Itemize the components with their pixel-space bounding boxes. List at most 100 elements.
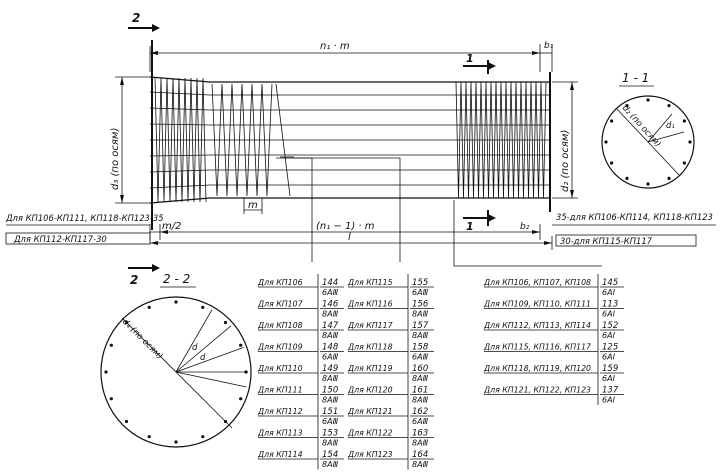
row-value: 164 xyxy=(412,450,428,460)
row-spec: 6АⅢ xyxy=(322,417,339,426)
dimension-top-span: n₁ · m xyxy=(149,41,541,72)
b1-label: b₁ xyxy=(544,41,554,51)
row-value: 152 xyxy=(602,321,618,331)
row-label: Для КП121 xyxy=(347,407,393,416)
row-spec: 8АⅢ xyxy=(412,460,429,469)
callout-right-bottom-text: 30-для КП115-КП117 xyxy=(560,236,653,246)
rebar-dot xyxy=(682,161,686,165)
row-spec: 6АⅢ xyxy=(322,288,339,297)
row-label: Для КП112, КП113, КП114 xyxy=(483,321,591,330)
rebar-dot xyxy=(625,104,629,108)
row-spec: 6АⅠ xyxy=(602,353,616,362)
section-2-2-bar-label-2: d xyxy=(200,353,206,363)
row-label: Для КП106 xyxy=(257,278,303,287)
section-label-2-top: 2 xyxy=(132,11,140,25)
b2-label: b₂ xyxy=(520,222,530,232)
rebar-dot xyxy=(147,435,151,439)
row-label: Для КП114 xyxy=(257,450,303,459)
rebar-dot xyxy=(610,119,614,123)
rebar-dot xyxy=(201,305,205,309)
row-label: Для КП110 xyxy=(257,364,303,373)
section-2-2-diameter-label: d₄ (по осям) xyxy=(120,317,165,362)
row-value: 162 xyxy=(412,407,428,417)
row-spec: 8АⅢ xyxy=(322,460,339,469)
spoke-line xyxy=(175,371,247,388)
callout-right-bottom: 30-для КП115-КП117 xyxy=(555,234,697,247)
section-2-2-spokes xyxy=(175,309,248,388)
section-1-1-circle xyxy=(601,95,695,189)
callout-right-top: 35-для КП106-КП114, КП118-КП123 xyxy=(552,212,716,226)
section-1-1-bar-dots xyxy=(604,98,692,186)
section-1-1-title: 1 - 1 xyxy=(622,71,649,85)
rebar-dot xyxy=(223,320,228,325)
section-view-1-1: 1 - 1 d₂ (по осям) d₁ xyxy=(601,71,695,189)
section-label-1-bottom: 1 xyxy=(466,220,474,233)
section-2-2-bar-dots xyxy=(104,300,248,444)
rebar-dot xyxy=(109,343,113,347)
leader-lines xyxy=(276,157,602,267)
row-label: Для КП119 xyxy=(347,364,393,373)
row-value: 146 xyxy=(322,300,339,310)
callout-left-bottom-text: Для КП112-КП117-30 xyxy=(13,234,107,244)
row-spec: 6АⅢ xyxy=(322,353,339,362)
rebar-dot xyxy=(682,119,686,123)
rebar-dot xyxy=(625,176,629,180)
callout-left-top: Для КП106-КП111, КП118-КП123-35 xyxy=(5,213,164,226)
section-1-1-diameter-label: d₂ (по осям) xyxy=(620,103,663,149)
section-2-2-circle xyxy=(100,296,252,448)
section-label-2-bottom: 2 xyxy=(130,273,138,287)
row-spec: 6АⅠ xyxy=(602,331,616,340)
row-spec: 8АⅢ xyxy=(322,439,339,448)
rebar-dot xyxy=(124,419,129,424)
spoke-line xyxy=(175,325,232,373)
row-label: Для КП115 xyxy=(347,278,393,287)
row-label: Для КП106, КП107, КП108 xyxy=(483,278,591,287)
row-spec: 6АⅢ xyxy=(412,288,429,297)
row-value: 156 xyxy=(412,300,429,310)
rebar-dot xyxy=(646,182,650,186)
row-label: Для КП112 xyxy=(257,407,303,416)
row-label: Для КП107 xyxy=(257,300,303,309)
row-spec: 8АⅢ xyxy=(322,310,339,319)
dimension-total-length: l xyxy=(150,232,553,250)
rebar-dot xyxy=(610,161,614,165)
row-value: 160 xyxy=(412,364,428,374)
rebar-dot xyxy=(667,176,671,180)
row-spec: 8АⅢ xyxy=(412,374,429,383)
row-value: 144 xyxy=(322,278,338,288)
row-label: Для КП122 xyxy=(347,429,393,438)
row-value: 154 xyxy=(322,450,338,460)
row-label: Для КП118 xyxy=(347,343,393,352)
section-mark-2-top: 2 xyxy=(128,11,160,32)
d3-label: d₃ (по осям) xyxy=(110,128,121,190)
row-spec: 6АⅢ xyxy=(412,353,429,362)
row-spec: 8АⅢ xyxy=(322,396,339,405)
row-value: 145 xyxy=(602,278,618,288)
spoke-line xyxy=(175,309,213,373)
spiral-winding-middle xyxy=(275,83,294,197)
row-spec: 8АⅢ xyxy=(412,310,429,319)
row-value: 157 xyxy=(412,321,429,331)
row-value: 113 xyxy=(602,300,618,310)
rebar-dot xyxy=(201,435,205,439)
section-view-2-2: 2 - 2 d₄ (по осям) d d xyxy=(100,272,252,448)
section-mark-1-top: 1 xyxy=(463,52,496,74)
row-label: Для КП121, КП122, КП123 xyxy=(483,386,591,395)
section-mark-1-bottom: 1 xyxy=(463,210,496,233)
row-spec: 6АⅠ xyxy=(602,310,616,319)
